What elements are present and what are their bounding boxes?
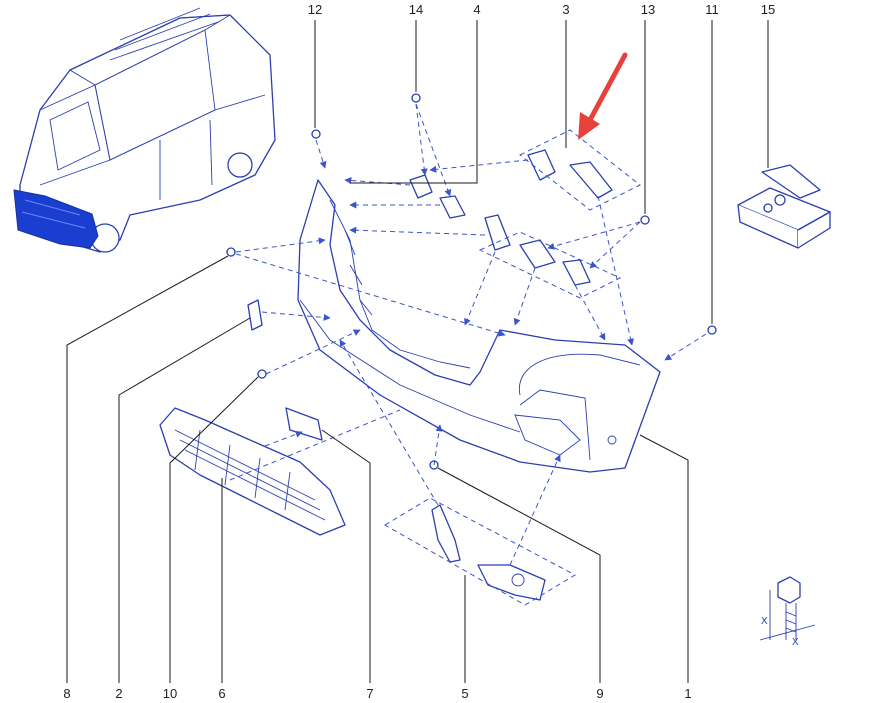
fasteners [226, 93, 717, 470]
van-illustration [13, 7, 276, 253]
lower-grille [159, 407, 346, 536]
callout-12: 12 [308, 2, 322, 17]
callout-13: 13 [641, 2, 655, 17]
cover-clip [247, 299, 263, 331]
callout-7: 7 [366, 686, 373, 701]
dimension-x-bottom: X [792, 637, 799, 648]
callout-2: 2 [115, 686, 122, 701]
assembly-lines [229, 103, 707, 606]
fog-lamp-bezel-left [431, 504, 461, 563]
pointer-arrow [578, 52, 628, 140]
fog-lamp-bezel-right [477, 564, 546, 601]
bracket-4 [484, 214, 591, 286]
bracket-14 [409, 174, 466, 219]
van-front-bumper-highlight [13, 189, 99, 249]
callout-labels: 12 14 4 3 13 11 15 8 2 10 6 7 5 9 1 X X [63, 2, 799, 701]
bracket-3 [527, 149, 613, 199]
bolt-dimension-icon [759, 576, 816, 641]
leader-lines [66, 20, 769, 683]
callout-10: 10 [163, 686, 177, 701]
callout-3: 3 [562, 2, 569, 17]
dimension-x-left: X [761, 616, 768, 627]
callout-5: 5 [461, 686, 468, 701]
callout-8: 8 [63, 686, 70, 701]
front-bumper [297, 179, 661, 473]
callout-6: 6 [218, 686, 225, 701]
callout-11: 11 [705, 2, 719, 17]
fastener-kit-box [737, 164, 831, 249]
callout-15: 15 [761, 2, 775, 17]
callout-14: 14 [409, 2, 423, 17]
callout-4: 4 [473, 2, 480, 17]
callout-1: 1 [684, 686, 691, 701]
tow-hook-cover [285, 407, 323, 441]
callout-9: 9 [596, 686, 603, 701]
